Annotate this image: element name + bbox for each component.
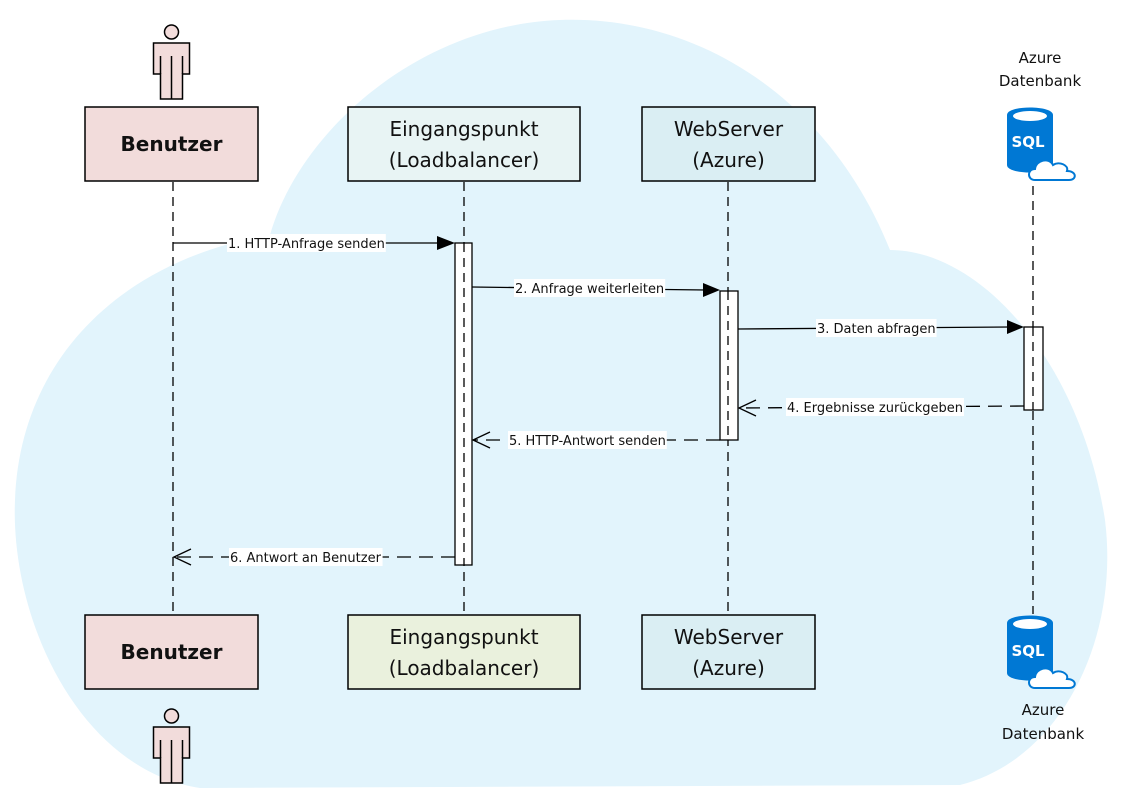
message-6-label: 6. Antwort an Benutzer bbox=[230, 551, 382, 566]
participant-web-top[interactable]: WebServer (Azure) bbox=[641, 106, 816, 182]
message-6: 6. Antwort an Benutzer bbox=[172, 548, 455, 566]
message-1-label: 1. HTTP-Anfrage senden bbox=[228, 237, 385, 252]
message-2-label: 2. Anfrage weiterleiten bbox=[515, 282, 664, 297]
participant-lb-line1: Eingangspunkt bbox=[389, 625, 538, 649]
message-2: 2. Anfrage weiterleiten bbox=[471, 279, 720, 297]
sql-icon-text: SQL bbox=[1011, 642, 1045, 660]
person-icon bbox=[152, 24, 191, 100]
participant-lb-bottom[interactable]: Eingangspunkt (Loadbalancer) bbox=[347, 614, 581, 690]
participant-user-label: Benutzer bbox=[121, 640, 223, 664]
message-5-label: 5. HTTP-Antwort senden bbox=[509, 434, 666, 449]
participant-db-bottom[interactable]: SQL Azure Datenbank bbox=[1002, 615, 1085, 744]
arrowhead-open-icon bbox=[737, 399, 757, 417]
participant-lb-line2: (Loadbalancer) bbox=[389, 148, 540, 172]
sql-icon-text: SQL bbox=[1011, 133, 1045, 151]
participant-user-bottom[interactable]: Benutzer bbox=[84, 614, 259, 690]
participant-lb-line1: Eingangspunkt bbox=[389, 117, 538, 141]
message-1: 1. HTTP-Anfrage senden bbox=[173, 234, 455, 252]
participant-db-line2: Datenbank bbox=[999, 72, 1082, 90]
arrowhead-filled-icon bbox=[437, 236, 455, 250]
message-5: 5. HTTP-Antwort senden bbox=[471, 431, 720, 449]
cloud-icon bbox=[1028, 159, 1076, 181]
participant-lb-top[interactable]: Eingangspunkt (Loadbalancer) bbox=[347, 106, 581, 182]
cloud-background bbox=[14, 19, 1108, 788]
participant-web-line1: WebServer bbox=[674, 625, 784, 649]
arrowhead-open-icon bbox=[471, 431, 491, 449]
message-4: 4. Ergebnisse zurückgeben bbox=[737, 398, 1025, 417]
participant-db-line2: Datenbank bbox=[1002, 725, 1085, 743]
activation-bar-db bbox=[1023, 326, 1044, 411]
arrowhead-open-icon bbox=[172, 548, 192, 566]
activation-bar-web bbox=[719, 290, 739, 441]
sql-database-icon: SQL bbox=[1007, 615, 1076, 689]
participant-user-top[interactable]: Benutzer bbox=[84, 106, 259, 182]
cloud-icon bbox=[1028, 667, 1076, 689]
participant-lb-line2: (Loadbalancer) bbox=[389, 656, 540, 680]
person-icon bbox=[152, 708, 191, 784]
participant-db-line1: Azure bbox=[1022, 701, 1065, 719]
participant-user-label: Benutzer bbox=[121, 132, 223, 156]
participant-db-top[interactable]: Azure Datenbank SQL bbox=[999, 49, 1082, 181]
sql-database-icon: SQL bbox=[1007, 107, 1076, 181]
participant-db-line1: Azure bbox=[1019, 49, 1062, 67]
participant-web-line1: WebServer bbox=[674, 117, 784, 141]
participant-web-line2: (Azure) bbox=[692, 148, 765, 172]
participant-web-line2: (Azure) bbox=[692, 656, 765, 680]
message-3-label: 3. Daten abfragen bbox=[817, 322, 936, 337]
message-3: 3. Daten abfragen bbox=[737, 319, 1024, 337]
message-4-label: 4. Ergebnisse zurückgeben bbox=[787, 401, 963, 416]
arrowhead-filled-icon bbox=[1007, 320, 1024, 334]
participant-web-bottom[interactable]: WebServer (Azure) bbox=[641, 614, 816, 690]
arrowhead-filled-icon bbox=[703, 283, 720, 297]
